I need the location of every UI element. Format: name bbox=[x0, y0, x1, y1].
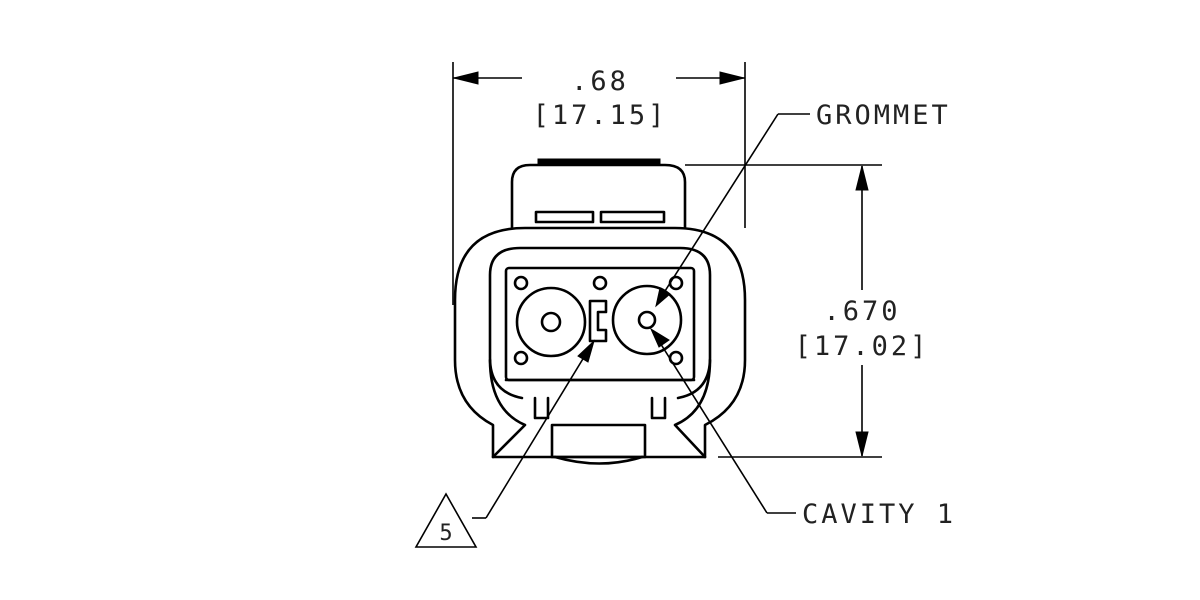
height-mm-text: [17.02] bbox=[795, 331, 930, 362]
width-arrow-right bbox=[719, 71, 745, 85]
grommet-label: GROMMET bbox=[816, 100, 951, 131]
note-arrowhead bbox=[577, 339, 595, 363]
cavity-label: CAVITY 1 bbox=[802, 499, 956, 530]
height-arrow-top bbox=[855, 165, 869, 191]
height-dimension: .670 [17.02] bbox=[685, 164, 930, 458]
width-arrow-left bbox=[453, 71, 479, 85]
grommet-callout: GROMMET bbox=[655, 100, 951, 308]
note-callout: 5 bbox=[414, 339, 595, 548]
note-triangle bbox=[414, 492, 478, 548]
cavity-callout: CAVITY 1 bbox=[649, 327, 956, 530]
note-number: 5 bbox=[439, 521, 452, 546]
height-arrow-bottom bbox=[855, 431, 869, 457]
width-inch-text: .68 bbox=[571, 66, 629, 97]
cavity-arrowhead bbox=[649, 327, 670, 348]
width-mm-text: [17.15] bbox=[533, 100, 668, 131]
width-dimension: .68 [17.15] bbox=[452, 62, 746, 305]
height-inch-text: .670 bbox=[823, 296, 900, 327]
grommet-arrowhead bbox=[655, 287, 671, 308]
connector-body bbox=[453, 158, 747, 465]
